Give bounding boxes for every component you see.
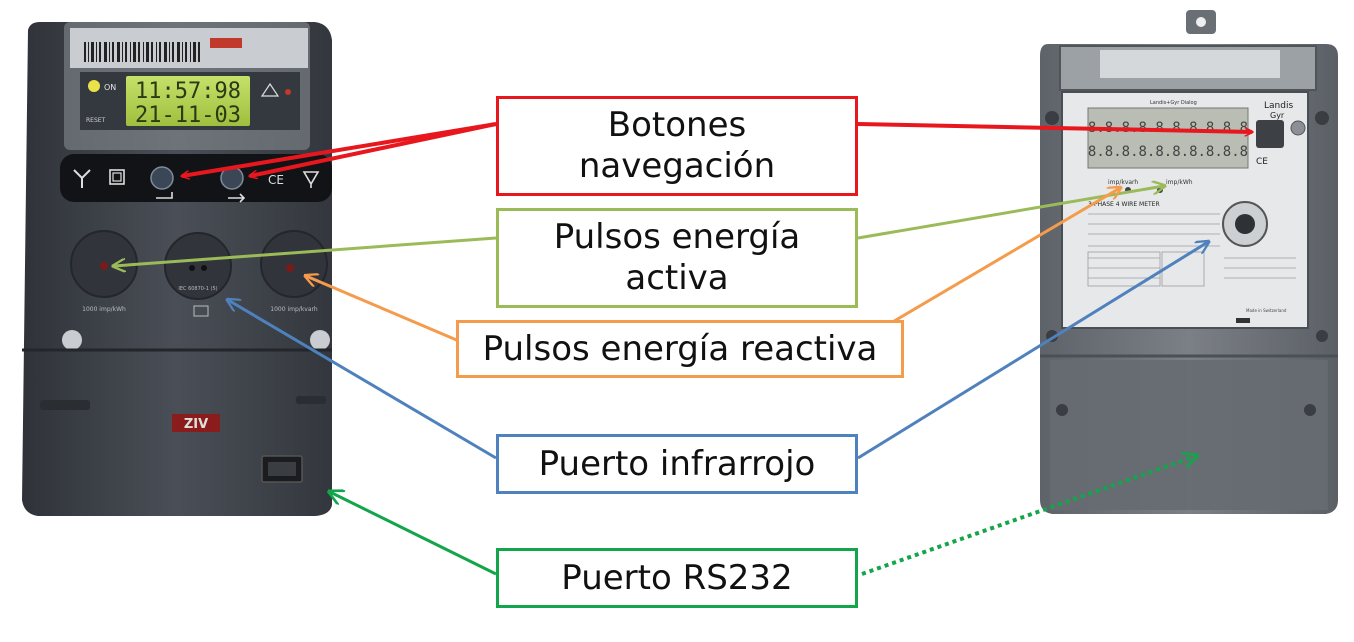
warning-icon — [260, 82, 280, 97]
nav-button-right-meter[interactable] — [1256, 120, 1284, 148]
brand-line1: Landis — [1264, 101, 1293, 111]
arrow-infrared-right — [857, 242, 1208, 460]
arrow-right-icon — [228, 193, 246, 203]
label-sticker-icon — [210, 38, 242, 48]
arrow-active-left — [114, 236, 497, 266]
ziv-logo — [172, 414, 220, 432]
active-pulse-label: 1000 imp/kWh — [82, 306, 126, 313]
seal-screw-icon — [62, 330, 82, 350]
arrow-infrared-left — [228, 300, 497, 460]
callout-navigation-line1: Botones — [607, 105, 747, 145]
left-meter: ON RESET 11:57:98 21-11-03 CE 1000 imp/k… — [22, 22, 332, 516]
made-in-label: Made in Switzerland — [1246, 308, 1287, 313]
arrow-nav-right — [857, 122, 1252, 132]
brand-line2: Gyr — [1270, 111, 1285, 120]
square-icon — [109, 169, 125, 185]
callout-rs232-port: Puerto RS232 — [496, 548, 858, 608]
arrow-nav-left — [182, 122, 497, 176]
display-time: 11:57:98 — [135, 79, 241, 104]
callout-active-line1: Pulsos energía — [553, 217, 801, 257]
right-meter: Landis+Gyr Dialog 8.8.8.8.8.8.8.8.8.8 8.… — [1040, 10, 1338, 514]
callout-active-line2: activa — [625, 258, 729, 298]
callout-rs232-text: Puerto RS232 — [561, 557, 793, 598]
antenna-icon — [73, 169, 91, 188]
seal-screw-icon — [310, 330, 330, 350]
arrow-reactive-left — [306, 276, 467, 346]
ce-mark-right: CE — [1256, 157, 1268, 167]
callout-infrared-port: Puerto infrarrojo — [496, 434, 858, 494]
header-text: Landis+Gyr Dialog — [1150, 100, 1197, 106]
display-date: 21-11-03 — [135, 103, 241, 128]
led-indicator-icon — [88, 80, 100, 92]
led-active-icon — [100, 262, 108, 270]
infrared-port — [164, 232, 232, 300]
barcode-icon — [84, 42, 200, 62]
filter-icon — [302, 171, 320, 188]
port-icon — [193, 305, 209, 317]
screw-icon — [1056, 404, 1068, 416]
infrared-label: IEC 60870-1 (5) — [178, 286, 217, 292]
svg-text:ZIV: ZIV — [184, 417, 208, 432]
nav-button-left[interactable] — [150, 166, 174, 190]
meter-title: 3-PHASE 4 WIRE METER — [1088, 201, 1160, 208]
status-led-icon — [285, 89, 291, 95]
arrow-nav-center — [250, 122, 497, 176]
connectors — [114, 122, 1252, 576]
ce-mark: CE — [268, 173, 284, 187]
callout-reactive-text: Pulsos energía reactiva — [482, 328, 878, 369]
arrow-rs232-right — [861, 456, 1196, 576]
reactive-pulse-port — [260, 230, 328, 298]
callout-navigation-line2: navegación — [578, 146, 776, 186]
button-panel — [60, 154, 332, 202]
screw-icon — [1304, 404, 1316, 416]
screw-icon — [1316, 330, 1328, 342]
lcd-display-right — [1087, 107, 1249, 169]
arrow-reactive-right — [861, 188, 1120, 342]
svg-text:8.8.8.8.8.8.8.8.8.8: 8.8.8.8.8.8.8.8.8.8 — [1088, 144, 1248, 160]
lcd-display — [126, 76, 250, 126]
terminal-cover — [1050, 360, 1328, 510]
reactive-pulse-label: 1000 imp/kvarh — [270, 306, 318, 313]
reset-label: RESET — [86, 117, 106, 124]
screw-icon — [1045, 111, 1059, 125]
callout-reactive-pulses: Pulsos energía reactiva — [456, 320, 904, 378]
reset-button[interactable] — [1290, 120, 1306, 136]
callout-infrared-text: Puerto infrarrojo — [538, 443, 816, 484]
on-label: ON — [104, 83, 116, 92]
kvarh-label: imp/kvarh — [1108, 179, 1138, 186]
led-reactive-icon — [286, 264, 294, 272]
arrow-rs232-left — [330, 492, 497, 576]
screw-icon — [1315, 111, 1329, 125]
kwh-label: imp/kWh — [1166, 179, 1193, 186]
enter-icon — [156, 192, 173, 199]
